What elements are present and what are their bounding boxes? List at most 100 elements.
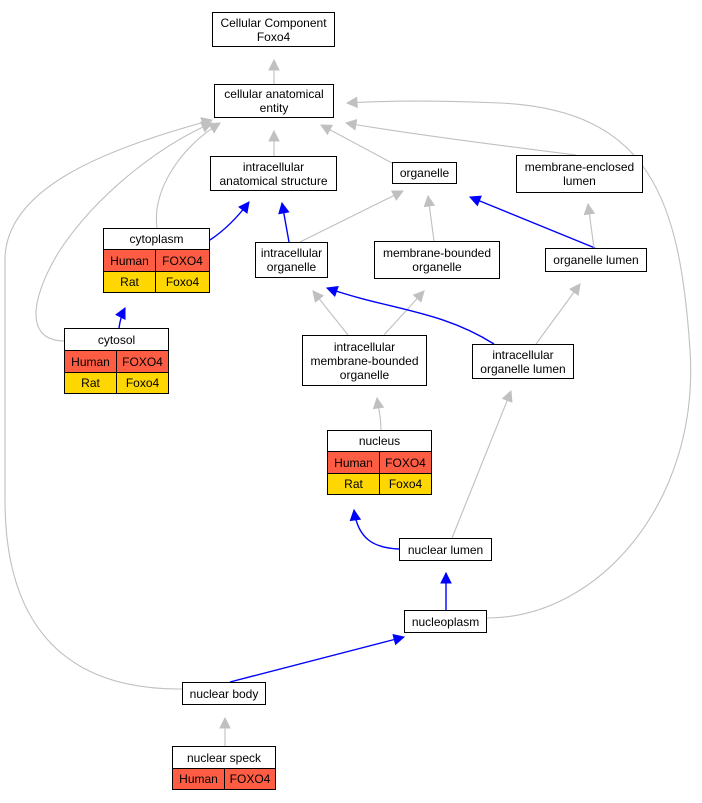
edge-arrowhead [325,285,339,297]
edge-arrowhead [391,190,405,201]
cytoplasm-gene-cell: Foxo4 [155,272,209,292]
edge-arrowhead [219,716,231,729]
node-nucleus[interactable]: nucleus Human FOXO4 Rat Foxo4 [327,430,432,495]
node-organelle-label: organelle [399,166,450,180]
node-nucleoplasm[interactable]: nucleoplasm [404,610,487,633]
node-ol-label: organelle lumen [553,253,639,267]
node-iol-line-1: intracellular [492,347,554,362]
edge-arrowhead [268,58,280,71]
edge-arrowhead [440,571,452,584]
node-nspeck-title: nuclear speck [173,747,275,769]
edge-mel-to-cae [344,119,577,156]
node-membrane-enclosed-lumen[interactable]: membrane-enclosed lumen [516,155,643,193]
node-nuclear-body[interactable]: nuclear body [182,682,266,705]
edge-ol-to-organelle [468,195,596,249]
edge-arrowhead [501,389,513,403]
node-organelle[interactable]: organelle [392,162,457,184]
edge-io-to-ias [278,201,290,243]
edge-arrowhead [392,634,406,646]
nspeck-gene-cell: FOXO4 [224,769,275,789]
edge-nlumen-to-nucleus [349,508,400,550]
edge-cytoplasm-to-ias [209,201,250,241]
cytosol-gene-cell: FOXO4 [116,351,168,372]
edge-arrowhead [344,119,358,131]
node-intracellular-organelle[interactable]: intracellular organelle [255,242,328,278]
edge-imbo-to-mbo [383,290,425,336]
nucleus-species-cell: Human [328,452,379,473]
node-mel-line-2: lumen [563,174,596,188]
node-nuclear-speck[interactable]: nuclear speck Human FOXO4 [172,746,276,790]
edge-arrowhead [349,508,362,522]
node-io-line-1: intracellular [260,246,323,260]
edge-iol-to-ol [535,283,581,345]
edge-arrowhead [238,201,250,214]
node-cytosol-title: cytosol [65,329,168,351]
edge-ias-to-cae [268,129,280,156]
node-intracellular-organelle-lumen[interactable]: intracellular organelle lumen [472,344,574,379]
edge-arrowhead [412,290,425,303]
edge-arrowhead [468,195,482,207]
edge-arrowhead [372,396,385,410]
node-cytoplasm-row-human: Human FOXO4 [104,250,209,271]
node-cytoplasm-row-rat: Rat Foxo4 [104,271,209,292]
cytosol-species-cell: Rat [65,373,116,393]
node-root[interactable]: Cellular Component Foxo4 [212,12,335,47]
edge-nbody-to-nucleoplasm [229,634,406,683]
node-iol-line-2: organelle lumen [480,361,566,376]
edge-nucleoplasm-to-nlumen [440,571,452,610]
edge-arrowhead [423,194,436,208]
node-io-line-2: organelle [266,260,317,274]
edge-mbo-to-organelle [423,194,436,242]
edge-cytosol-to-cytoplasm [115,307,126,329]
nspeck-species-cell: Human [173,769,224,789]
node-nucleus-title: nucleus [328,431,431,452]
node-intracellular-anatomical-structure[interactable]: intracellular anatomical structure [210,156,337,191]
node-nucleus-row-rat: Rat Foxo4 [328,473,431,494]
node-nucleus-row-human: Human FOXO4 [328,452,431,473]
node-imbo-line-1: intracellular [333,339,396,354]
cytosol-species-cell: Human [65,351,116,372]
edge-nucleus-to-imbo [372,396,385,431]
node-cytosol[interactable]: cytosol Human FOXO4 Rat Foxo4 [64,328,169,394]
node-cytosol-row-human: Human FOXO4 [65,351,168,372]
edge-arrowhead [268,129,280,142]
node-intracellular-membrane-bounded-organelle[interactable]: intracellular membrane-bounded organelle [302,335,427,386]
cytosol-gene-cell: Foxo4 [116,373,168,393]
node-cytoplasm[interactable]: cytoplasm Human FOXO4 Rat Foxo4 [103,228,210,293]
node-cytosol-row-rat: Rat Foxo4 [65,372,168,393]
edge-arrowhead [569,283,581,296]
node-root-line-2: Foxo4 [256,29,291,44]
node-root-line-1: Cellular Component [220,15,327,30]
node-membrane-bounded-organelle[interactable]: membrane-bounded organelle [374,241,500,279]
node-imbo-line-3: organelle [339,367,390,382]
node-cae-line-1: cellular anatomical [224,87,324,101]
node-nucleoplasm-label: nucleoplasm [411,614,480,629]
edge-arrowhead [208,122,221,134]
edge-arrowhead [278,201,290,215]
node-cae-line-2: entity [259,101,289,115]
edge-ol-to-mel [583,202,596,249]
node-nbody-label: nuclear body [189,686,259,701]
nucleus-species-cell: Rat [328,474,379,494]
node-organelle-lumen[interactable]: organelle lumen [545,248,647,272]
edge-arrowhead [312,290,325,303]
node-imbo-line-2: membrane-bounded [310,353,419,368]
node-nspeck-row-human: Human FOXO4 [173,769,275,789]
node-cellular-anatomical-entity[interactable]: cellular anatomical entity [214,84,334,118]
cytoplasm-species-cell: Human [104,250,155,271]
node-nlumen-label: nuclear lumen [407,542,484,557]
edge-iol-to-io [325,285,495,345]
edge-arrowhead [320,124,333,136]
edge-nspeck-to-nbody [219,716,231,746]
cytoplasm-species-cell: Rat [104,272,155,292]
edge-imbo-to-io [312,290,349,336]
node-nuclear-lumen[interactable]: nuclear lumen [399,538,492,561]
edge-nucleoplasm-to-cae [345,96,692,619]
cytoplasm-gene-cell: FOXO4 [155,250,209,271]
edge-arrowhead [115,307,126,320]
edge-nlumen-to-iol [451,389,513,539]
nucleus-gene-cell: Foxo4 [379,474,431,494]
edge-cae-to-root [268,58,280,84]
